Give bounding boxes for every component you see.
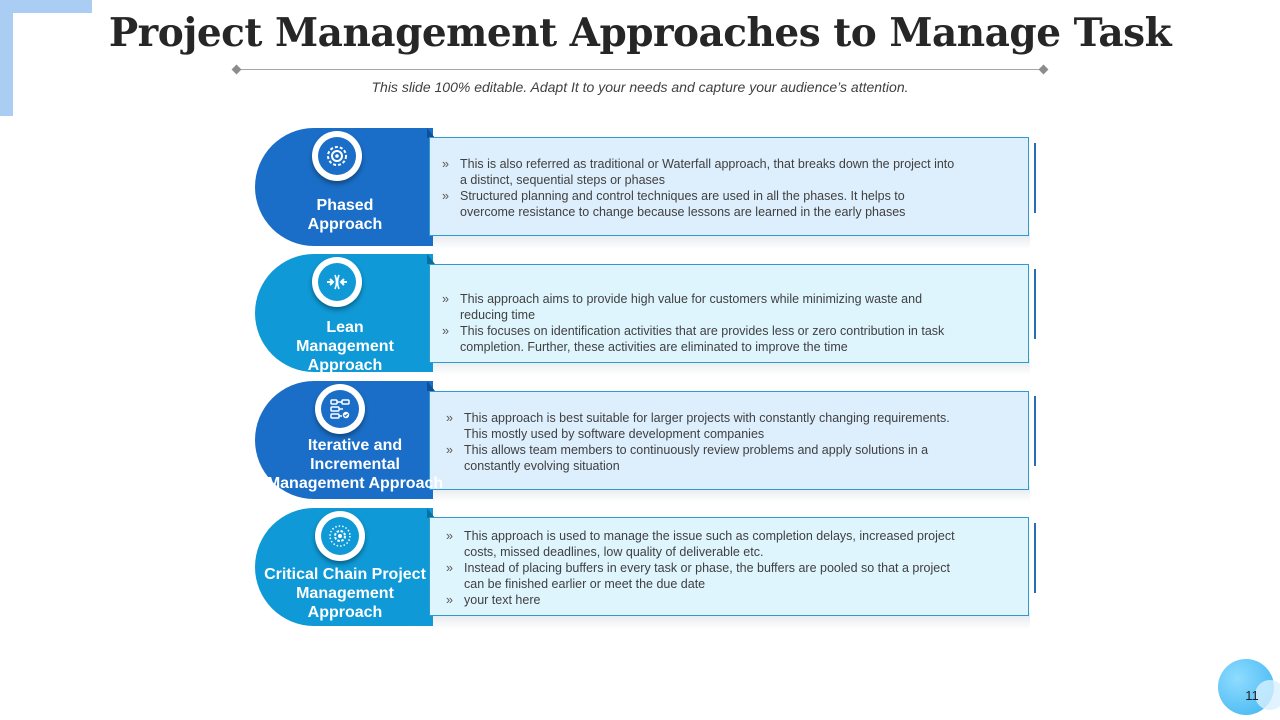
bullet-marker: » — [442, 324, 449, 338]
slide-title: Project Management Approaches to Manage … — [108, 10, 1172, 56]
bullet-item: »your text here — [446, 593, 541, 607]
bullet-item: »Instead of placing buffers in every tas… — [446, 561, 950, 591]
slide-subtitle: This slide 100% editable. Adapt It to yo… — [371, 79, 909, 95]
pill-fold — [427, 381, 435, 391]
gear-icon — [327, 146, 347, 166]
corner-accent-horizontal — [0, 0, 92, 13]
approach-row-iterative: »This approach is best suitable for larg… — [255, 381, 1036, 502]
bullet-marker: » — [446, 529, 453, 543]
approach-description-box: »This approach is best suitable for larg… — [429, 391, 1029, 490]
approach-row-critical-chain: »This approach is used to manage the iss… — [255, 508, 1036, 629]
title-divider — [236, 69, 1044, 70]
side-tick — [1034, 269, 1036, 339]
row-shadow — [415, 486, 1030, 502]
pill-fold — [427, 128, 435, 138]
pill-fold — [427, 254, 435, 264]
approach-row-lean: »This approach aims to provide high valu… — [255, 254, 1036, 375]
bullet-item: »This allows team members to continuousl… — [446, 443, 929, 473]
page-number-badge-accent — [1255, 680, 1280, 710]
approach-title: Critical Chain Project Management Approa… — [264, 566, 426, 621]
divider-right-diamond — [1038, 64, 1049, 75]
pill-fold — [427, 508, 435, 518]
bullet-marker: » — [446, 443, 453, 457]
approach-title: Phased Approach — [307, 197, 383, 233]
bullet-item: »This approach is used to manage the iss… — [446, 529, 955, 559]
row-shadow — [415, 359, 1030, 375]
bullet-marker: » — [442, 292, 449, 306]
row-shadow — [415, 613, 1030, 629]
row-shadow — [415, 233, 1030, 249]
divider-left-diamond — [231, 64, 242, 75]
bullet-marker: » — [446, 561, 453, 575]
approach-description-box: »This is also referred as traditional or… — [429, 137, 1029, 236]
approach-icon-badge — [312, 257, 362, 307]
bullet-marker: » — [442, 157, 449, 171]
approach-title: Iterative and Incremental Management App… — [266, 437, 444, 492]
side-tick — [1034, 523, 1036, 593]
bullet-item: »This approach aims to provide high valu… — [442, 292, 923, 322]
approach-icon-badge — [315, 511, 365, 561]
approach-description-box: »This approach aims to provide high valu… — [429, 264, 1029, 363]
approach-description-box: »This approach is used to manage the iss… — [429, 517, 1029, 616]
workflow-icon — [330, 399, 350, 419]
side-tick — [1034, 143, 1036, 213]
approach-row-phased: »This is also referred as traditional or… — [255, 128, 1036, 249]
bullet-item: »This focuses on identification activiti… — [442, 324, 945, 354]
approach-icon-badge — [312, 131, 362, 181]
approach-icon-badge — [315, 384, 365, 434]
page-number: 11 — [1245, 688, 1259, 703]
bullet-item: »This is also referred as traditional or… — [442, 157, 955, 187]
arrows-converge-icon — [327, 274, 347, 290]
bullet-marker: » — [442, 189, 449, 203]
bullet-marker: » — [446, 411, 453, 425]
bullet-item: »Structured planning and control techniq… — [442, 189, 906, 219]
side-tick — [1034, 396, 1036, 466]
bullet-marker: » — [446, 593, 453, 607]
corner-accent-vertical — [0, 0, 13, 116]
bullet-item: »This approach is best suitable for larg… — [446, 411, 950, 441]
approach-title: Lean Management Approach — [296, 319, 394, 374]
gear-chain-icon — [329, 525, 351, 547]
